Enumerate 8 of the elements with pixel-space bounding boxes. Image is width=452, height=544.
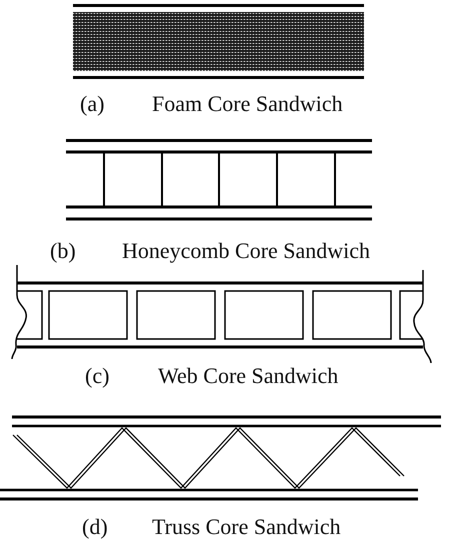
panel-caption: Truss Core Sandwich <box>152 516 341 537</box>
panel-caption: Honeycomb Core Sandwich <box>122 240 370 261</box>
panel-letter: (d) <box>82 516 108 537</box>
panel-letter: (a) <box>80 93 104 114</box>
panel-letter: (b) <box>50 240 76 261</box>
panel-letter: (c) <box>85 365 110 386</box>
panel-caption: Foam Core Sandwich <box>152 93 343 114</box>
panel-caption: Web Core Sandwich <box>158 365 338 386</box>
